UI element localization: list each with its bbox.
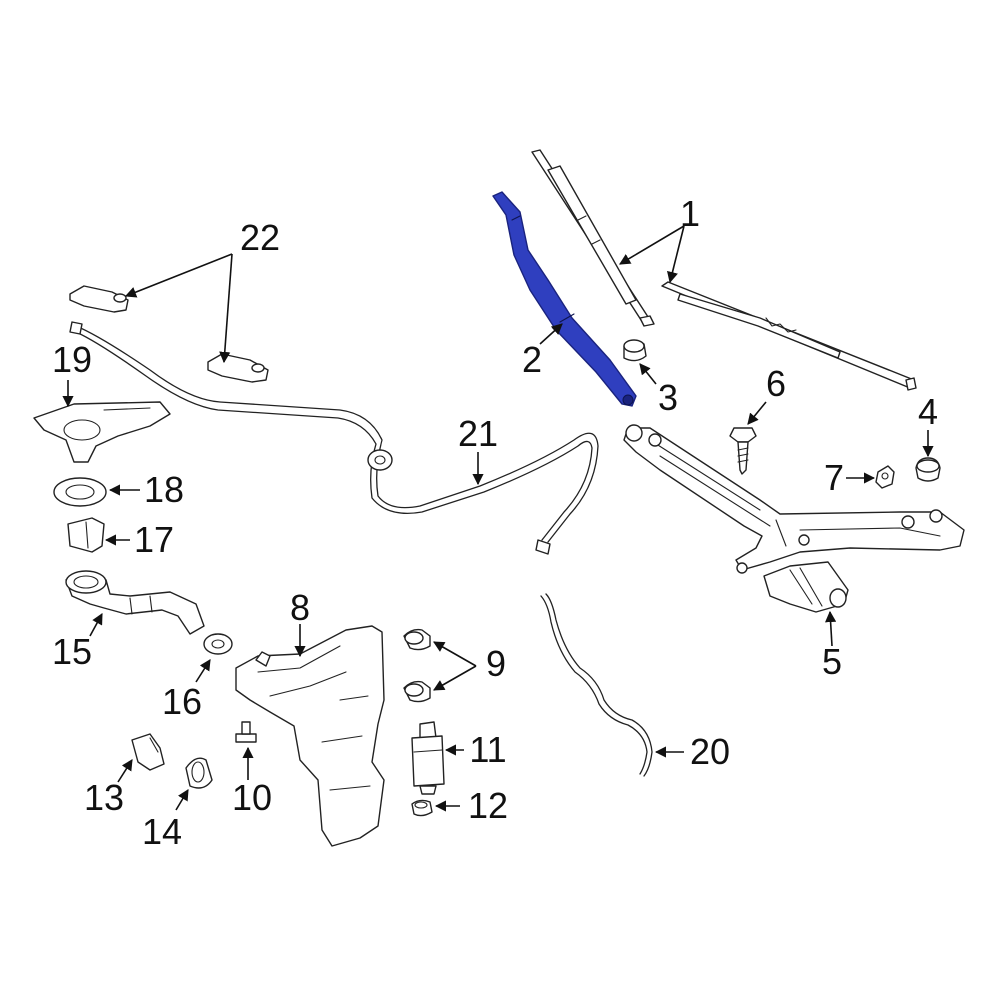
linkage-bolt: [729, 427, 757, 475]
arm-nut-cap: [623, 339, 647, 362]
callout-20: 20: [690, 731, 730, 772]
filler-neck: [65, 570, 205, 635]
sensor-grommet: [185, 757, 213, 789]
callout-13: 13: [84, 777, 124, 818]
callout-4: 4: [918, 391, 938, 432]
linkage-nut: [875, 465, 895, 489]
washer-hose-main: [69, 321, 599, 555]
pump-seal: [411, 799, 433, 817]
wiper-blade-right: [661, 281, 917, 391]
callout-5: 5: [822, 641, 842, 682]
neck-seal: [203, 633, 233, 655]
reservoir-bolt: [235, 721, 257, 743]
callout-1: 1: [680, 193, 700, 234]
washer-nozzle-right: [207, 353, 269, 383]
callout-12: 12: [468, 785, 508, 826]
washer-hose-short: [540, 593, 653, 777]
wiper-linkage-motor: [623, 424, 965, 613]
washer-nozzle-left: [69, 285, 129, 313]
filler-bracket: [33, 401, 171, 463]
washer-pump: [411, 721, 445, 795]
wiper-arm-highlighted: [492, 191, 637, 407]
callout-9: 9: [486, 643, 506, 684]
callout-11: 11: [469, 729, 506, 770]
callout-16: 16: [162, 681, 202, 722]
level-sensor: [131, 733, 165, 771]
grommet-lower: [403, 680, 431, 703]
callout-8: 8: [290, 587, 310, 628]
callout-19: 19: [52, 339, 92, 380]
callout-labels: 1 2 3 4 5 6 7 8 9 10 11 12 13 14 15 16 1…: [52, 193, 938, 852]
wiper-blade-left: [531, 149, 655, 327]
callout-14: 14: [142, 811, 182, 852]
callout-6: 6: [766, 363, 786, 404]
bracket-seal: [53, 477, 107, 507]
leader-lines: [62, 225, 934, 812]
neck-retainer: [67, 517, 105, 553]
callout-18: 18: [144, 469, 184, 510]
callout-3: 3: [658, 377, 678, 418]
callout-10: 10: [232, 777, 272, 818]
callout-15: 15: [52, 631, 92, 672]
callout-22: 22: [240, 217, 280, 258]
callout-7: 7: [824, 457, 844, 498]
washer-reservoir: [235, 625, 385, 847]
grommet-upper: [403, 628, 431, 651]
callout-2: 2: [522, 339, 542, 380]
pivot-cap: [915, 457, 941, 482]
callout-17: 17: [134, 519, 174, 560]
callout-21: 21: [458, 413, 498, 454]
